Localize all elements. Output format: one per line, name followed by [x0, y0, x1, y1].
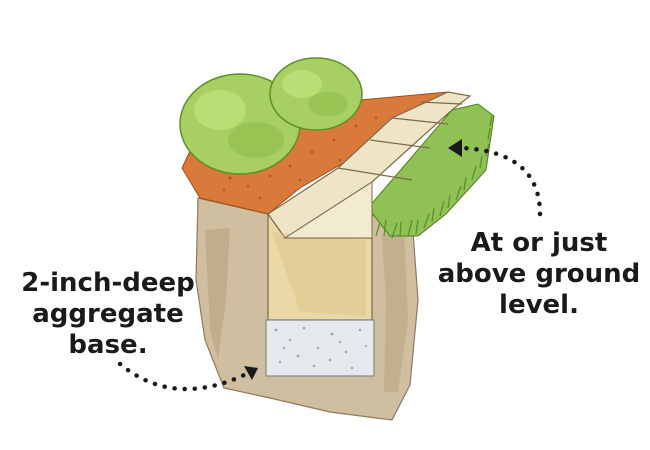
aggregate-base-label-line-1: 2-inch-deep	[21, 268, 195, 298]
soil-shading-right	[382, 230, 408, 392]
arrow-to-ground-level	[459, 145, 543, 217]
aggregate-base-label-line-2: aggregate	[32, 299, 184, 329]
aggregate-gravel	[274, 326, 368, 370]
soil-shading	[205, 228, 230, 360]
arrowhead-aggregate	[244, 366, 258, 380]
arrow-to-aggregate	[117, 361, 261, 392]
ground-level-label-line-3: level.	[499, 290, 579, 320]
arrowhead-ground-level	[448, 139, 462, 157]
paver-face-shading	[272, 232, 366, 316]
aggregate-base-label: 2-inch-deep aggregate base.	[8, 268, 208, 361]
aggregate-base	[265, 319, 375, 377]
paver-joints	[337, 101, 463, 181]
ground-level-label-line-1: At or just	[470, 228, 608, 258]
grass-strip	[367, 103, 495, 237]
grass-blades	[375, 115, 493, 239]
paver-side	[283, 181, 373, 239]
aggregate-base-label-line-3: base.	[68, 330, 148, 360]
shrub-right	[269, 57, 363, 131]
ground-level-label-line-2: above ground	[437, 259, 641, 289]
mulch-texture	[222, 116, 378, 200]
paver-face	[267, 212, 373, 321]
ground-level-label: At or just above ground level.	[434, 228, 644, 321]
